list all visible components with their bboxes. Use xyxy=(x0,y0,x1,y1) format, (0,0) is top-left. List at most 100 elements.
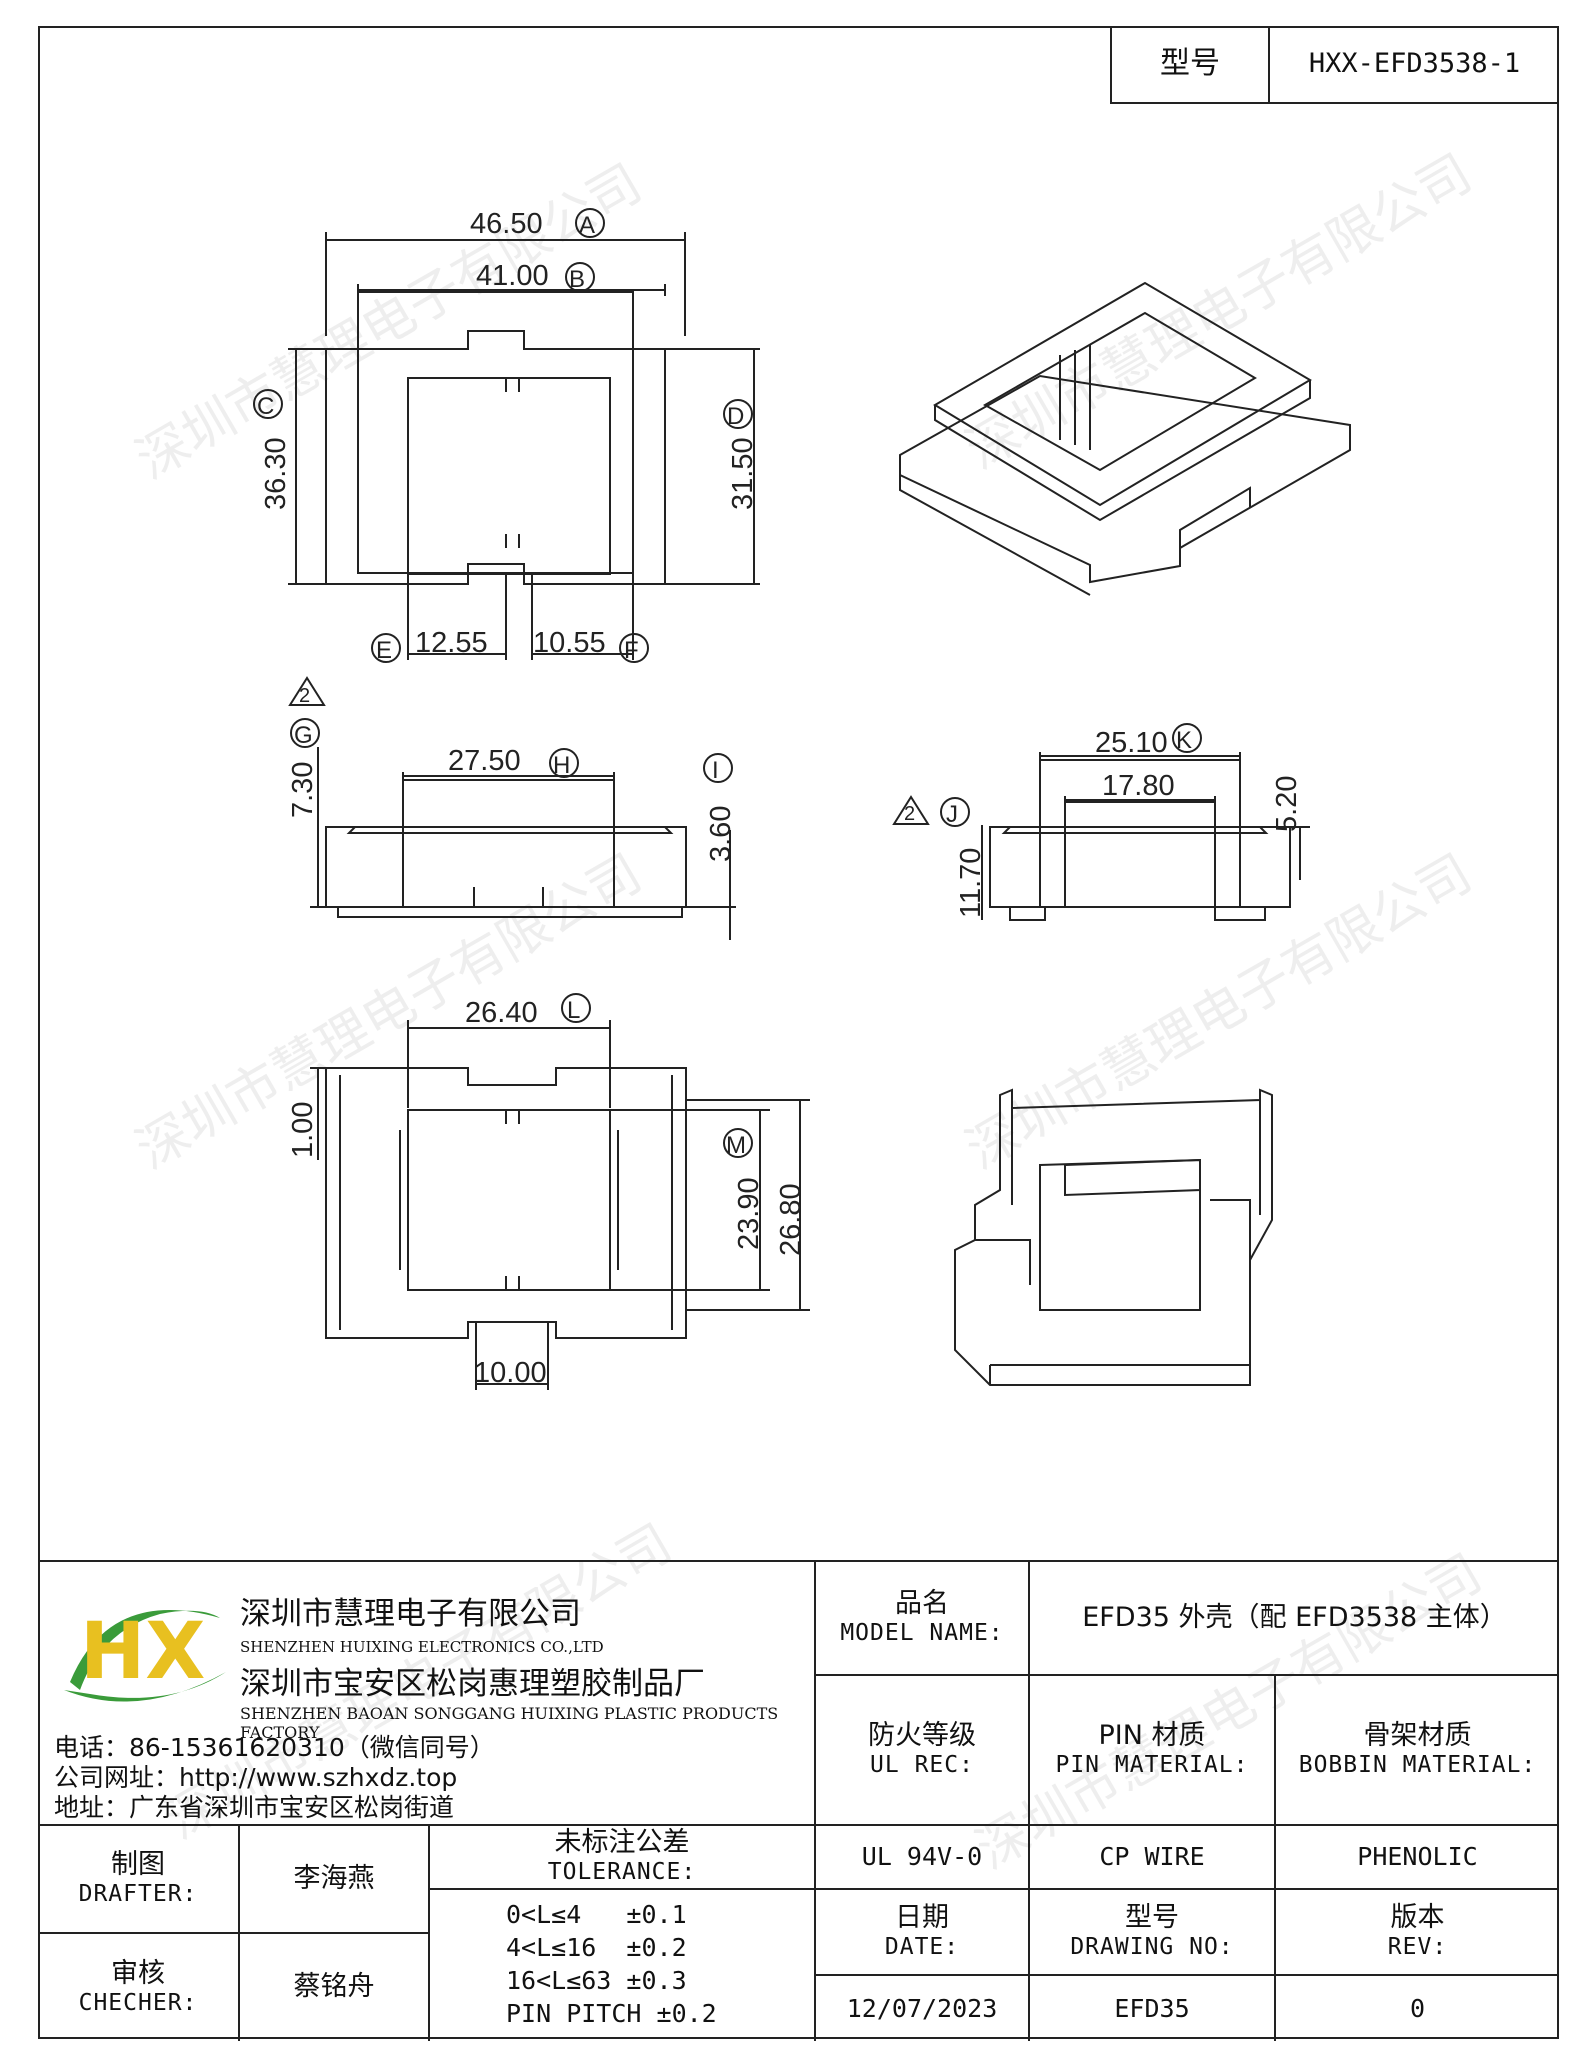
divider-h5 xyxy=(38,1932,428,1934)
tolerance-line-1: 0<L≤4 ±0.1 xyxy=(506,1900,687,1929)
model-name-value: EFD35 外壳（配 EFD3538 主体） xyxy=(1082,1601,1507,1633)
date-cn: 日期 xyxy=(895,1902,949,1933)
divider-v5 xyxy=(428,1826,430,2041)
tolerance-label: 未标注公差 TOLERANCE: xyxy=(430,1826,814,1888)
iso-view-bottom xyxy=(954,1088,1273,1386)
drawing-no-label: 型号 DRAWING NO: xyxy=(1030,1890,1274,1974)
factory-name-cn: 深圳市宝安区松岗惠理塑胶制品厂 xyxy=(240,1666,705,1702)
date-value: 12/07/2023 xyxy=(846,1993,998,2023)
dim-m: 23.90 xyxy=(733,1177,765,1250)
tolerance-table: 0<L≤4 ±0.1 4<L≤16 ±0.2 16<L≤63 ±0.3 PIN … xyxy=(506,1900,806,2032)
drawing-no-cn: 型号 xyxy=(1125,1902,1179,1933)
ul-rec-en: UL REC: xyxy=(870,1752,974,1779)
divider-v1 xyxy=(814,1562,816,2041)
side-view: 25.10 17.80 11.70 5.20 xyxy=(955,727,1310,921)
dim-f: 10.55 xyxy=(533,627,606,659)
pin-material-label: PIN 材质 PIN MATERIAL: xyxy=(1030,1676,1274,1824)
divider-v2 xyxy=(1028,1562,1030,2041)
tolerance-line-3: 16<L≤63 ±0.3 xyxy=(506,1966,687,1995)
bobbin-material-en: BOBBIN MATERIAL: xyxy=(1298,1752,1537,1779)
ul-rec-cn: 防火等级 xyxy=(868,1720,976,1751)
title-block: HX 深圳市慧理电子有限公司 SHENZHEN HUIXING ELECTRON… xyxy=(38,1560,1559,2041)
divider-h6 xyxy=(428,1888,814,1890)
circle-labels: A B C D E F G H I J K L M xyxy=(253,208,1202,1159)
circle-k: K xyxy=(1176,727,1192,754)
company-name-en: SHENZHEN HUIXING ELECTRONICS CO.,LTD xyxy=(240,1638,604,1656)
dim-bottom-left: 1.00 xyxy=(287,1102,319,1158)
company-phone: 电话：86-15361620310（微信同号） xyxy=(54,1733,495,1762)
watermark-4: 深圳市慧理电子有限公司 xyxy=(957,843,1482,1181)
ul-rec-value: UL 94V-0 xyxy=(861,1842,983,1871)
pin-material-value: CP WIRE xyxy=(1099,1842,1205,1871)
ul-rec-label: 防火等级 UL REC: xyxy=(816,1676,1028,1824)
company-panel: HX 深圳市慧理电子有限公司 SHENZHEN HUIXING ELECTRON… xyxy=(38,1562,814,1824)
model-name-en: MODEL NAME: xyxy=(840,1620,1004,1647)
tolerance-line-2: 4<L≤16 ±0.2 xyxy=(506,1933,687,1962)
drawing-no-value: EFD35 xyxy=(1114,1993,1190,2023)
divider-v3 xyxy=(1274,1674,1276,2041)
circle-e: E xyxy=(376,637,392,664)
type-box: 型号 HXX-EFD3538-1 xyxy=(1110,26,1559,104)
drafter-label: 制图 DRAFTER: xyxy=(38,1826,238,1932)
circle-f: F xyxy=(624,637,639,664)
tolerance-line-4: PIN PITCH ±0.2 xyxy=(506,1999,717,2028)
pin-material-cn: PIN 材质 xyxy=(1098,1720,1206,1751)
watermark-2: 深圳市慧理电子有限公司 xyxy=(957,143,1482,481)
type-label: 型号 xyxy=(1112,26,1270,102)
dim-i: 3.60 xyxy=(705,806,737,862)
tolerance-en: TOLERANCE: xyxy=(547,1859,697,1886)
rev-cn: 版本 xyxy=(1390,1902,1445,1933)
divider-h3 xyxy=(814,1888,1559,1890)
circle-a: A xyxy=(579,212,595,239)
front-view: 27.50 7.30 3.60 xyxy=(287,745,737,940)
dim-h: 27.50 xyxy=(448,745,521,777)
dim-side-height: 5.20 xyxy=(1271,776,1303,832)
revision-marks: 2 2 xyxy=(288,676,930,825)
circle-g: G xyxy=(294,722,313,749)
checker-value: 蔡铭舟 xyxy=(293,1971,375,2003)
watermark-1: 深圳市慧理电子有限公司 xyxy=(127,153,652,491)
circle-b: B xyxy=(569,266,585,293)
company-website: 公司网址：http://www.szhxdz.top xyxy=(54,1763,458,1792)
circle-l: L xyxy=(567,997,580,1024)
checker-label: 审核 CHECHER: xyxy=(38,1934,238,2041)
drawing-no-en: DRAWING NO: xyxy=(1070,1934,1234,1961)
divider-h1 xyxy=(814,1674,1559,1676)
dim-bottom-height: 26.80 xyxy=(775,1183,807,1256)
dim-e: 12.55 xyxy=(415,627,488,659)
rev-value: 0 xyxy=(1409,1993,1426,2023)
tolerance-cn: 未标注公差 xyxy=(554,1827,690,1858)
date-label: 日期 DATE: xyxy=(816,1890,1028,1974)
circle-j: J xyxy=(946,801,958,828)
iso-view-top xyxy=(899,281,1351,596)
drawing-frame xyxy=(38,26,1559,2039)
checker-cn: 审核 xyxy=(111,1957,165,1989)
dim-bottom-tab: 10.00 xyxy=(474,1357,547,1389)
dim-j: 11.70 xyxy=(955,848,987,918)
dim-a: 46.50 xyxy=(470,208,543,240)
logo-letter-h: HX xyxy=(80,1607,205,1697)
circle-h: H xyxy=(553,752,570,779)
top-view: 46.50 41.00 36.30 31.50 12.55 10.55 xyxy=(260,208,760,660)
company-name-cn: 深圳市慧理电子有限公司 xyxy=(240,1596,581,1632)
company-logo: HX xyxy=(64,1607,226,1702)
dim-k: 25.10 xyxy=(1095,727,1168,759)
dim-l: 26.40 xyxy=(465,997,538,1029)
drafter-en: DRAFTER: xyxy=(78,1881,198,1908)
rev-label: 版本 REV: xyxy=(1276,1890,1559,1974)
circle-m: M xyxy=(726,1132,746,1159)
rev-mark-2: 2 xyxy=(904,803,915,825)
circle-c: C xyxy=(257,393,274,420)
model-name-label: 品名 MODEL NAME: xyxy=(816,1562,1028,1674)
company-address: 地址：广东省深圳市宝安区松岗街道 xyxy=(54,1793,455,1822)
date-en: DATE: xyxy=(884,1934,960,1961)
dim-g: 7.30 xyxy=(287,762,319,818)
bobbin-material-value: PHENOLIC xyxy=(1357,1842,1478,1871)
rev-mark-1: 2 xyxy=(299,685,310,707)
bobbin-material-label: 骨架材质 BOBBIN MATERIAL: xyxy=(1276,1676,1559,1824)
divider-h4 xyxy=(814,1974,1559,1976)
model-name-cn: 品名 xyxy=(895,1588,949,1619)
dim-c: 36.30 xyxy=(260,437,292,510)
dim-d: 31.50 xyxy=(727,437,759,510)
circle-i: I xyxy=(712,757,719,784)
